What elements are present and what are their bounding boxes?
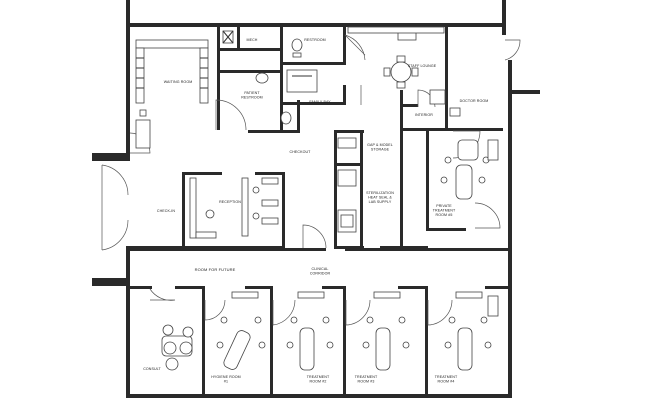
label-steril-2: HEAT SEAL & (368, 196, 392, 200)
label-treatment-2-2: ROOM #2 (310, 380, 327, 384)
reception-desk (189, 177, 279, 239)
label-room-for-future: ROOM FOR FUTURE (195, 267, 236, 272)
restroom-fixtures (222, 30, 318, 125)
waiting-room-seating (135, 39, 209, 149)
staff-lounge-table (347, 26, 461, 117)
label-doctor-room: DOCTOR ROOM (460, 99, 489, 103)
label-interior: INTERIOR (415, 113, 433, 117)
room-labels: MECH RESTROOM STAFF LOUNGE WAITING ROOM … (143, 38, 488, 384)
label-treatment-4-2: ROOM #4 (438, 380, 455, 384)
label-restroom: RESTROOM (304, 38, 326, 42)
label-treatment-4-1: TREATMENT (435, 375, 458, 379)
label-private-3: ROOM #5 (436, 213, 453, 217)
label-treatment-3-2: ROOM #3 (358, 380, 375, 384)
treatment-chairs (216, 291, 499, 371)
label-steril-1: STERILIZATION (366, 191, 394, 195)
label-checkout: CHECKOUT (290, 150, 312, 154)
interior-walls (130, 27, 511, 396)
label-hygiene-2: #1 (224, 380, 228, 384)
label-gap-storage-1: GAP & MODEL (367, 143, 393, 147)
label-checkin: CHECK-IN (157, 209, 175, 213)
label-consult: CONSULT (143, 367, 161, 371)
consult-furniture (161, 324, 194, 371)
label-staff-lounge: STAFF LOUNGE (408, 64, 437, 68)
label-clinical-corridor-2: CORRIDOR (310, 272, 331, 276)
label-private-1: PRIVATE (436, 204, 452, 208)
label-treatment-2-1: TREATMENT (307, 375, 330, 379)
treatment-chair-private (440, 139, 499, 200)
label-clinical-corridor-1: CLINICAL (312, 267, 329, 271)
label-reception: RECEPTION (219, 200, 241, 204)
label-patient-restroom-2: RESTROOM (241, 96, 263, 100)
label-family-bay: FAMILY BAY (309, 100, 331, 104)
label-treatment-3-1: TREATMENT (355, 375, 378, 379)
doors (101, 34, 521, 326)
label-hygiene-1: HYGIENE ROOM (211, 375, 241, 379)
exterior-walls (92, 0, 540, 398)
sterilization-counters (337, 137, 357, 233)
label-private-2: TREATMENT (433, 209, 456, 213)
label-steril-3: LAB SUPPLY (369, 200, 392, 204)
label-mech: MECH (247, 38, 258, 42)
label-patient-restroom-1: PATIENT (244, 91, 260, 95)
label-gap-storage-2: STORAGE (371, 148, 390, 152)
label-waiting-room: WAITING ROOM (164, 80, 193, 84)
